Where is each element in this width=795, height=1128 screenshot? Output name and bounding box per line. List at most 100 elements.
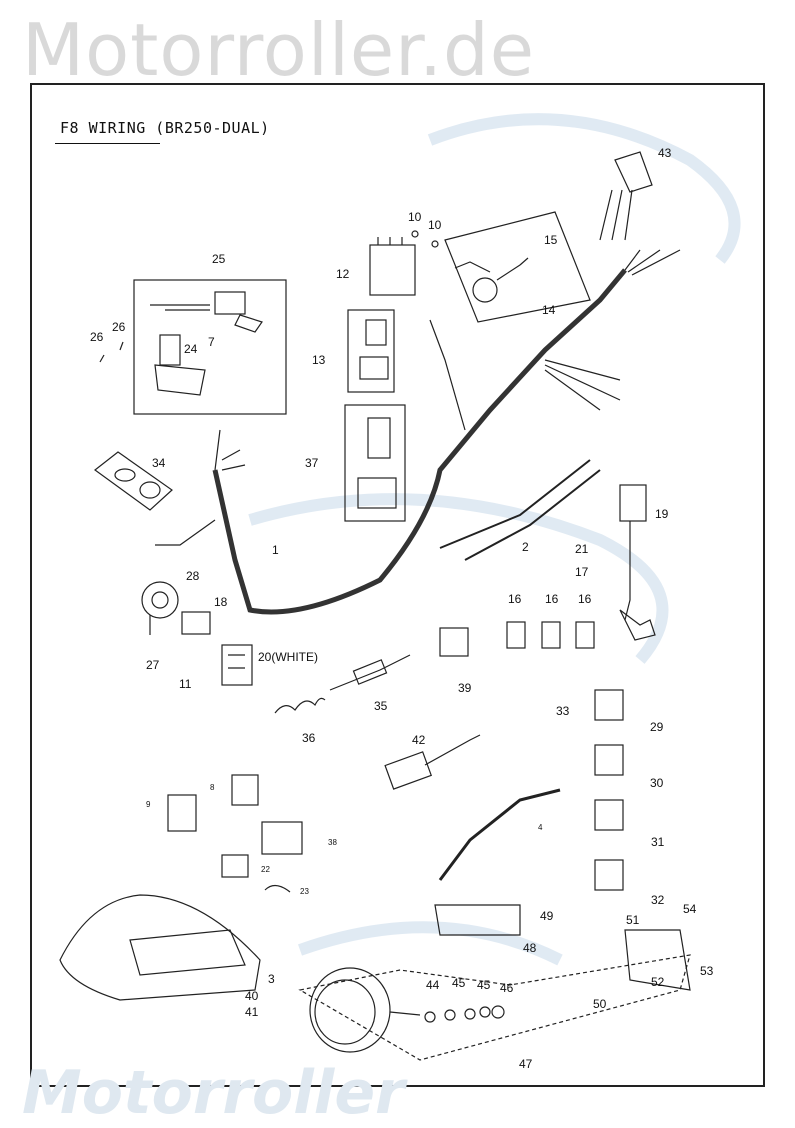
callout-47: 47	[519, 1057, 533, 1071]
callout-12: 12	[336, 267, 350, 281]
callout-13: 13	[312, 353, 326, 367]
callout-50: 50	[593, 997, 607, 1011]
callout-53: 53	[700, 964, 714, 978]
part-1-harness	[212, 268, 627, 615]
part-20-relay	[221, 644, 253, 686]
callout-31: 31	[651, 835, 665, 849]
callout-38: 38	[328, 838, 337, 847]
callout-24: 24	[184, 342, 198, 356]
callout-49: 49	[540, 909, 554, 923]
scooter-watermark	[248, 113, 741, 966]
callout-39: 39	[458, 681, 472, 695]
harness-wires	[155, 249, 681, 546]
callout-22: 22	[261, 865, 270, 874]
part-34-box	[94, 451, 173, 511]
callout-28: 28	[186, 569, 200, 583]
callout-33: 33	[556, 704, 570, 718]
callout-44: 44	[426, 978, 440, 992]
diagram-frame	[30, 83, 765, 1087]
callout-32: 32	[651, 893, 665, 907]
part-19-coil	[619, 484, 656, 641]
callout-26a: 26	[90, 330, 104, 344]
part-8-switch	[231, 774, 259, 806]
part-38-switch	[261, 821, 303, 855]
part-16-connector-a	[506, 621, 526, 649]
callout-20: 20(WHITE)	[258, 650, 318, 664]
callout-16c: 16	[578, 592, 592, 606]
part-13-box	[347, 309, 395, 393]
part-47-meter	[298, 954, 691, 1061]
callout-3: 3	[268, 972, 275, 986]
callout-10b: 10	[428, 218, 442, 232]
callout-19: 19	[655, 507, 669, 521]
callout-1: 1	[272, 543, 279, 557]
part-31-switch	[594, 799, 624, 831]
callout-16b: 16	[545, 592, 559, 606]
callout-25: 25	[212, 252, 226, 266]
part-49-bracket	[434, 904, 521, 936]
callout-54: 54	[683, 902, 697, 916]
callout-41: 41	[245, 1005, 259, 1019]
screws-26	[99, 341, 124, 363]
callout-29: 29	[650, 720, 664, 734]
callout-4: 4	[538, 823, 543, 832]
callout-35: 35	[374, 699, 388, 713]
part-35-fuse	[329, 654, 411, 691]
part-22-switch	[221, 854, 249, 878]
callout-40: 40	[245, 989, 259, 1003]
part-39-block	[439, 627, 469, 657]
part-16-connector-b	[541, 621, 561, 649]
callout-14: 14	[542, 303, 556, 317]
diagram-title: F8 WIRING (BR250-DUAL)	[60, 119, 270, 137]
callout-45a: 45	[452, 976, 466, 990]
title-underline	[55, 143, 160, 144]
callout-46: 46	[500, 981, 514, 995]
callout-37: 37	[305, 456, 319, 470]
callout-45b: 45	[477, 978, 491, 992]
part-3-cover	[59, 894, 261, 1001]
part-18-relay	[181, 611, 211, 635]
part-43-switch	[599, 151, 653, 241]
part-14-box	[444, 211, 591, 323]
callout-34: 34	[152, 456, 166, 470]
part-32-switch	[594, 859, 624, 891]
callout-23: 23	[300, 887, 309, 896]
callout-27: 27	[146, 658, 160, 672]
part-37-box	[344, 404, 406, 522]
callout-2: 2	[522, 540, 529, 554]
part-30-switch	[594, 744, 624, 776]
part-12-regulator	[369, 230, 439, 296]
callout-48: 48	[523, 941, 537, 955]
callout-30: 30	[650, 776, 664, 790]
callout-52: 52	[651, 975, 665, 989]
callout-11: 11	[179, 677, 192, 691]
part-9-switch	[167, 794, 197, 832]
callout-8: 8	[210, 783, 215, 792]
part-51-bracket	[624, 929, 691, 991]
callout-26b: 26	[112, 320, 126, 334]
callout-43: 43	[658, 146, 672, 160]
callout-7: 7	[208, 335, 215, 349]
watermark-top: Motorroller.de	[22, 8, 536, 92]
part-23-cover	[264, 884, 291, 893]
callout-21: 21	[575, 542, 589, 556]
part-25-ignition-box	[133, 279, 287, 415]
part-16-connector-c	[575, 621, 595, 649]
part-33-switch	[594, 689, 624, 721]
callout-15: 15	[544, 233, 558, 247]
callout-18: 18	[214, 595, 228, 609]
part-42-sensor	[384, 734, 481, 790]
part-36-spring	[274, 697, 326, 714]
callout-51: 51	[626, 913, 640, 927]
callout-10a: 10	[408, 210, 422, 224]
callout-9: 9	[146, 800, 151, 809]
callout-17: 17	[575, 565, 589, 579]
callout-42: 42	[412, 733, 426, 747]
watermark-bottom: Motorroller	[22, 1058, 405, 1128]
callout-36: 36	[302, 731, 316, 745]
part-28-horn	[141, 581, 179, 635]
part-2-harness	[439, 459, 601, 561]
callout-16a: 16	[508, 592, 522, 606]
part-4-harness	[438, 788, 561, 881]
